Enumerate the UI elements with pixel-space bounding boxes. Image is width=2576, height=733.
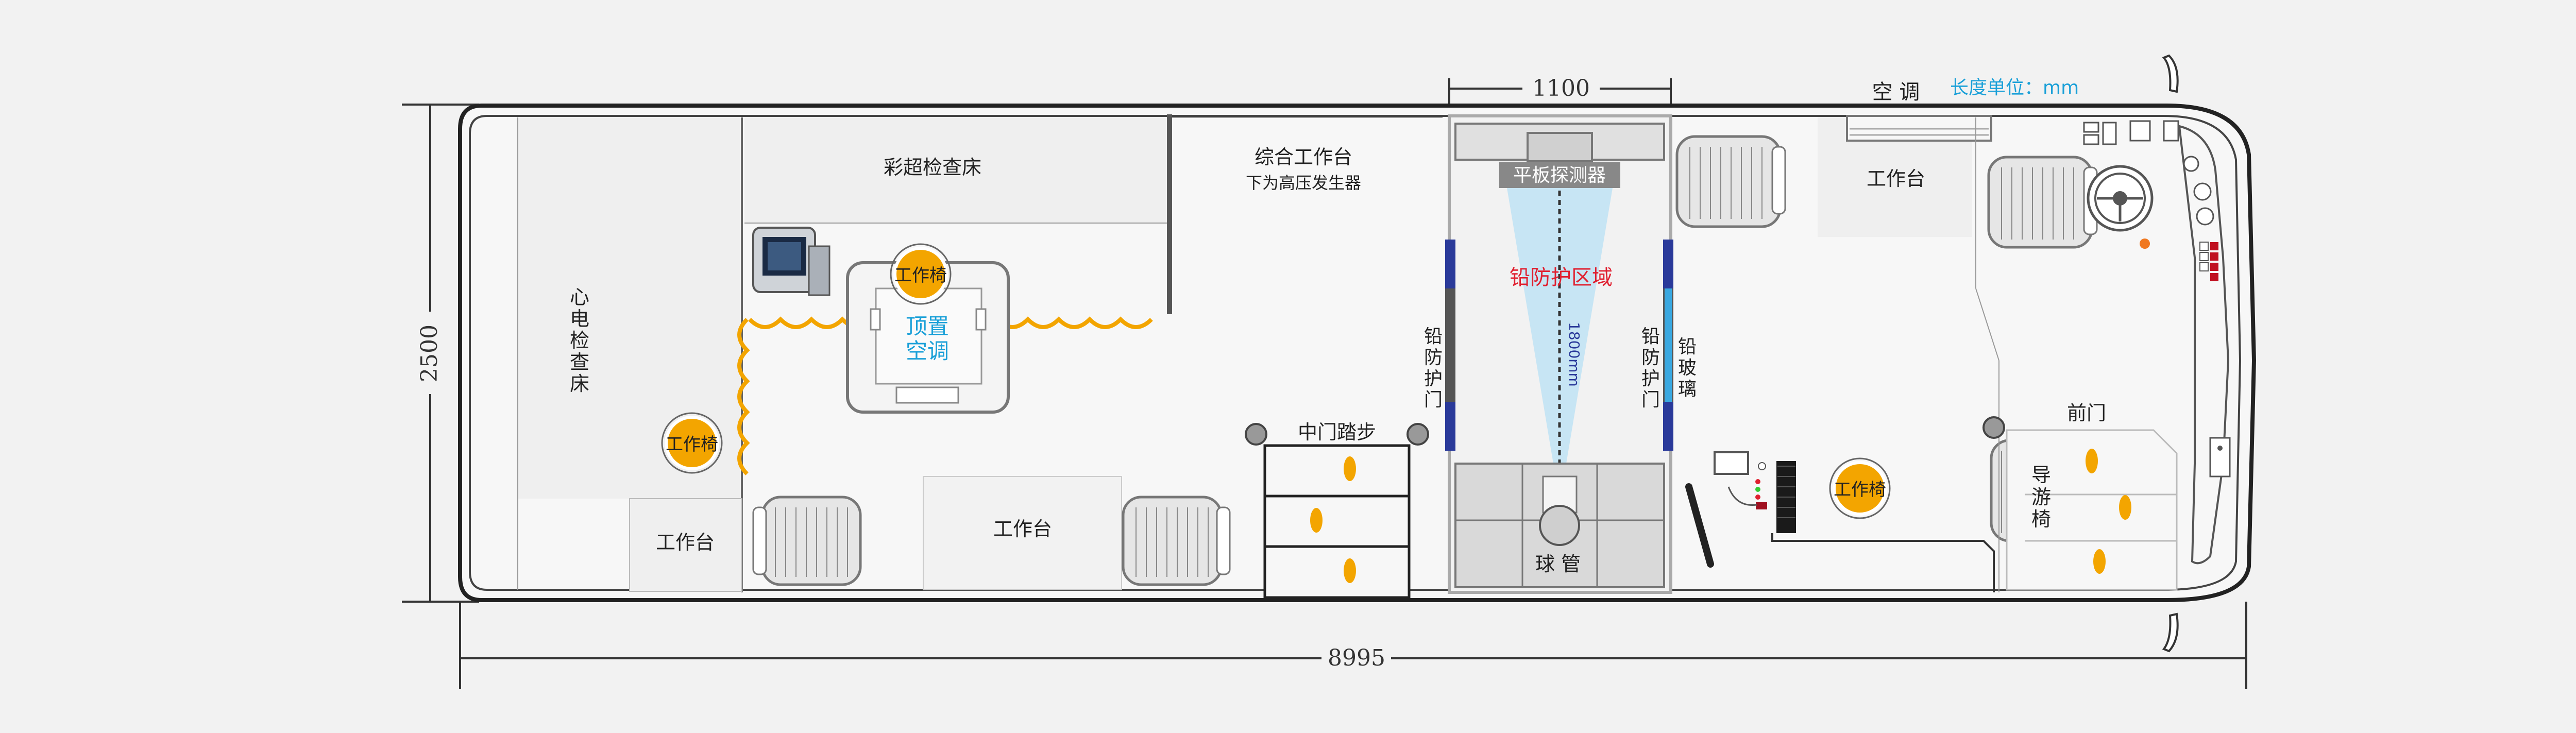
footprint-icons-middle (1310, 456, 1356, 583)
middle-door-steps (1245, 423, 1429, 599)
work-chair-ecg-label: 工作椅 (666, 434, 718, 455)
front-workbench-label: 工作台 (1867, 167, 1925, 190)
ultrasound-area (737, 114, 1172, 475)
work-chair-ecg (661, 412, 723, 474)
guide-seat-char-3: 椅 (2031, 508, 2051, 531)
lead-zone-label: 铅防护区域 (1510, 266, 1613, 289)
footprint-icons-front (2086, 449, 2131, 574)
dim-2500: 2500 (416, 325, 443, 382)
ultrasound-bed-label: 彩超检查床 (884, 156, 981, 179)
lead-door-right-char-1: 铅 (1641, 326, 1660, 347)
lead-glass-char-3: 璃 (1678, 379, 1697, 400)
bus-body (458, 54, 2257, 653)
ecg-bed-char-5: 床 (570, 372, 589, 395)
dimension-lines (402, 78, 2247, 689)
lead-door-left-char-4: 门 (1424, 389, 1443, 411)
lead-door-left-char-3: 护 (1424, 368, 1443, 389)
air-conditioner-label: 空 调 (1872, 80, 1920, 104)
roof-ac-unit (846, 261, 1010, 414)
lead-door-right-label: 铅 防 护 门 (1641, 326, 1660, 411)
work-chair-ultrasound-label: 工作椅 (894, 265, 947, 286)
lead-door-left-char-1: 铅 (1424, 326, 1443, 347)
passenger-seat-2 (1122, 496, 1231, 586)
dim-8995: 8995 (1328, 645, 1385, 671)
guide-seat-char-2: 游 (2031, 486, 2051, 508)
passenger-seat-1 (752, 496, 862, 586)
lead-door-left-char-2: 防 (1424, 347, 1443, 368)
lead-glass-char-2: 玻 (1678, 357, 1697, 379)
rear-compartment (517, 117, 743, 592)
rear-workbench-label: 工作台 (656, 531, 715, 554)
flat-detector-label-bg (1500, 164, 1619, 186)
ultrasound-machine-icon (752, 227, 831, 296)
lead-glass-label: 铅 玻 璃 (1678, 336, 1697, 400)
unit-note: 长度单位：mm (1950, 77, 2079, 98)
passenger-seat-3 (1675, 135, 1786, 228)
roof-ac-label-line1: 顶置 (906, 314, 949, 339)
tube-label: 球 管 (1535, 553, 1581, 575)
work-chair-ultrasound (890, 243, 952, 305)
lead-door-left-label: 铅 防 护 门 (1424, 326, 1443, 411)
lead-door-right-char-2: 防 (1641, 347, 1660, 368)
ecg-bed-char-4: 查 (570, 351, 589, 373)
lead-glass-char-1: 铅 (1678, 336, 1697, 357)
lead-door-right-char-3: 护 (1641, 368, 1660, 389)
dim-1100: 1100 (1532, 75, 1590, 101)
work-chair-front-label: 工作椅 (1834, 480, 1886, 500)
work-chair-front (1829, 457, 1891, 519)
front-area (1818, 115, 2231, 592)
driver-seat (1987, 156, 2098, 249)
ecg-bed-char-2: 电 (570, 308, 589, 330)
integrated-bench-sublabel: 下为高压发生器 (1246, 173, 1361, 193)
beam-distance-label: 1800mm (1566, 322, 1583, 387)
flat-detector-label: 平板探测器 (1513, 165, 1606, 186)
guide-seat-label: 导 游 椅 (2031, 464, 2051, 531)
integrated-bench-label: 综合工作台 (1255, 146, 1352, 168)
roof-ac-label-line2: 空调 (906, 338, 949, 364)
middle-step-label: 中门踏步 (1298, 421, 1376, 444)
middle-workbench-label: 工作台 (993, 518, 1052, 540)
lead-protection-zone (1445, 114, 1673, 594)
guide-seat-char-1: 导 (2031, 464, 2051, 486)
ecg-bed-label: 心 电 检 查 床 (570, 286, 589, 395)
control-console (1685, 451, 1995, 592)
lead-door-right-char-4: 门 (1641, 389, 1660, 411)
ecg-bed-char-3: 检 (570, 329, 589, 352)
front-door-label: 前门 (2067, 402, 2106, 424)
ecg-bed-char-1: 心 (570, 286, 589, 309)
